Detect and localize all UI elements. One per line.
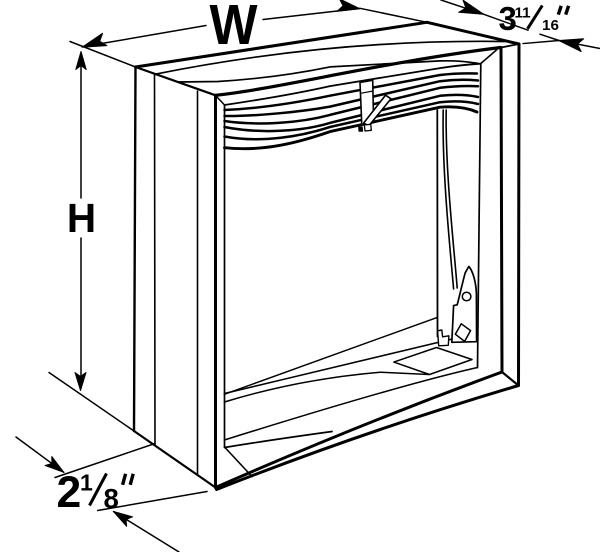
svg-text:2: 2 [57, 468, 82, 517]
svg-text:W: W [210, 0, 258, 57]
svg-text:8: 8 [104, 483, 119, 514]
svg-text:16: 16 [542, 17, 559, 34]
svg-text:11: 11 [515, 5, 532, 22]
svg-text:1: 1 [80, 470, 93, 496]
svg-text:3: 3 [499, 0, 517, 37]
svg-text:H: H [67, 195, 96, 241]
